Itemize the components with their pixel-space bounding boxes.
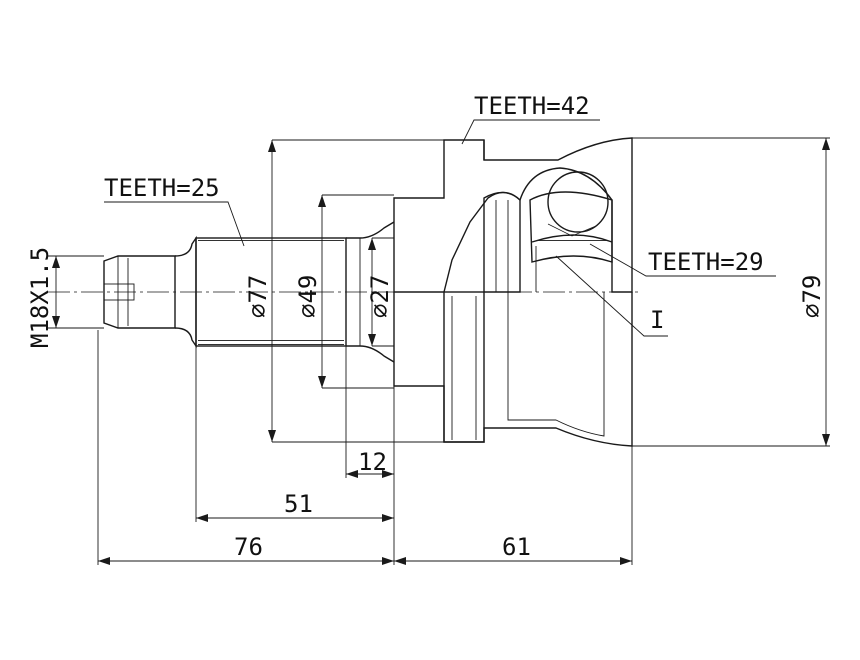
- spline-shaft: [195, 221, 395, 363]
- thread-label: M18X1.5: [26, 247, 54, 348]
- diameter-49-label: ⌀49: [294, 275, 322, 318]
- leader-lines: [104, 119, 776, 337]
- bell-housing-section: [393, 137, 633, 293]
- diameter-dims: [52, 138, 830, 446]
- teeth-25-label: TEETH=25: [104, 174, 220, 202]
- diameter-27-label: ⌀27: [366, 275, 394, 318]
- diameter-77-label: ⌀77: [244, 275, 272, 318]
- bell-housing-lower: [393, 291, 633, 447]
- length-dims: [98, 470, 632, 565]
- section-mark-label: I: [650, 306, 664, 334]
- length-61-label: 61: [502, 533, 531, 561]
- extension-lines: [48, 137, 830, 565]
- length-76-label: 76: [234, 533, 263, 561]
- teeth-42-label: TEETH=42: [474, 92, 590, 120]
- length-12-label: 12: [358, 448, 387, 476]
- teeth-29-label: TEETH=29: [648, 248, 764, 276]
- diameter-79-label: ⌀79: [798, 275, 826, 318]
- length-51-label: 51: [284, 490, 313, 518]
